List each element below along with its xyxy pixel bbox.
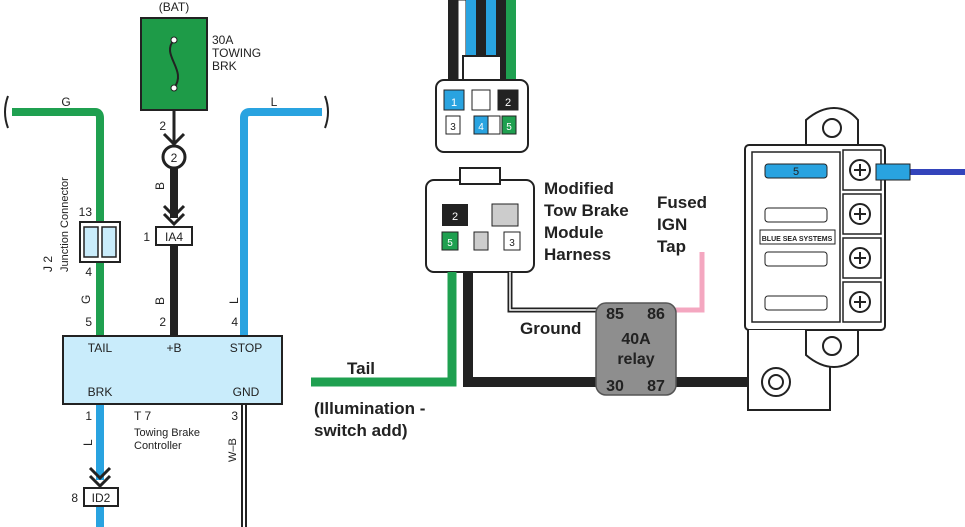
blue-sea-logo: BLUE SEA SYSTEMS <box>762 236 833 243</box>
svg-text:Controller: Controller <box>134 440 182 452</box>
svg-text:BRK: BRK <box>88 385 113 399</box>
harness-label: Modified <box>544 179 614 198</box>
svg-text:5: 5 <box>85 315 92 329</box>
blue-wire-stop <box>240 108 322 338</box>
svg-text:L: L <box>227 297 241 304</box>
svg-text:ID2: ID2 <box>92 491 111 505</box>
svg-text:2: 2 <box>171 151 178 165</box>
svg-text:3: 3 <box>231 409 238 423</box>
fuse-element-icon <box>168 39 180 89</box>
junction-name: Junction Connector <box>59 177 71 272</box>
svg-text:86: 86 <box>647 306 665 323</box>
svg-text:IA4: IA4 <box>165 230 183 244</box>
wire-break-left-icon <box>4 95 9 129</box>
svg-text:L: L <box>81 439 95 446</box>
id2-connector <box>83 487 119 507</box>
harness-plug-bottom: 2 5 3 <box>425 167 535 273</box>
svg-text:5: 5 <box>447 238 453 249</box>
svg-text:1: 1 <box>143 230 150 244</box>
svg-text:40A: 40A <box>621 331 651 348</box>
svg-text:IGN: IGN <box>657 215 687 234</box>
svg-text:2: 2 <box>159 119 166 133</box>
svg-text:Module: Module <box>544 223 604 242</box>
svg-text:Harness: Harness <box>544 245 611 264</box>
svg-text:BRK: BRK <box>212 59 237 73</box>
harness-plug-top: 1 2 3 4 5 <box>435 55 529 153</box>
controller-name: Towing Brake <box>134 427 200 439</box>
svg-text:8: 8 <box>71 491 78 505</box>
svg-text:5: 5 <box>506 122 512 133</box>
svg-text:W–B: W–B <box>227 438 239 462</box>
fuse-source-label: (BAT) <box>159 0 189 14</box>
ground-wire <box>507 272 600 313</box>
wire-break-right-icon <box>324 95 329 129</box>
svg-text:85: 85 <box>606 306 624 323</box>
svg-text:1: 1 <box>85 409 92 423</box>
svg-text:3: 3 <box>509 238 515 249</box>
svg-text:Tap: Tap <box>657 237 686 256</box>
towing-brake-controller <box>62 335 283 405</box>
connector-arrow-icon <box>162 204 186 227</box>
connector-arrow-icon-2 <box>88 466 112 489</box>
tail-label: Tail <box>347 359 375 378</box>
svg-text:+B: +B <box>166 341 181 355</box>
svg-text:30: 30 <box>606 378 624 395</box>
ia4-connector <box>155 226 193 246</box>
svg-text:TAIL: TAIL <box>88 341 113 355</box>
connector-circle <box>161 144 187 170</box>
svg-text:G: G <box>79 295 93 304</box>
relay-30-wire <box>463 272 600 387</box>
svg-text:5: 5 <box>793 166 799 178</box>
svg-text:G: G <box>61 95 70 109</box>
svg-text:switch add): switch add) <box>314 421 408 440</box>
green-wire-top <box>12 108 104 228</box>
svg-text:B: B <box>153 297 167 305</box>
svg-text:4: 4 <box>231 315 238 329</box>
svg-text:TOWING: TOWING <box>212 46 261 60</box>
ign-wire <box>672 252 705 313</box>
fuse-rating-label: 30A <box>212 33 233 47</box>
svg-text:relay: relay <box>617 351 654 368</box>
junction-id: J 2 <box>41 256 55 272</box>
svg-text:L: L <box>271 95 278 109</box>
svg-text:GND: GND <box>233 385 260 399</box>
svg-text:Tow Brake: Tow Brake <box>544 201 629 220</box>
svg-text:4: 4 <box>478 122 484 133</box>
ign-label: Fused <box>657 193 707 212</box>
controller-id: T 7 <box>134 409 151 423</box>
svg-text:3: 3 <box>450 122 456 133</box>
svg-text:2: 2 <box>159 315 166 329</box>
tail-wire <box>311 272 457 387</box>
svg-text:87: 87 <box>647 378 665 395</box>
fuse-block: 5 BLUE SEA SYSTEMS <box>744 106 886 411</box>
svg-text:13: 13 <box>79 205 93 219</box>
svg-text:2: 2 <box>505 97 511 109</box>
svg-text:4: 4 <box>85 265 92 279</box>
svg-text:2: 2 <box>452 211 458 223</box>
ground-label: Ground <box>520 319 581 338</box>
relay-40a <box>595 302 677 396</box>
arrow-down-icon <box>162 132 186 147</box>
svg-text:B: B <box>153 182 167 190</box>
tail-note: (Illumination - <box>314 399 425 418</box>
svg-text:1: 1 <box>451 97 457 109</box>
svg-text:STOP: STOP <box>230 341 262 355</box>
